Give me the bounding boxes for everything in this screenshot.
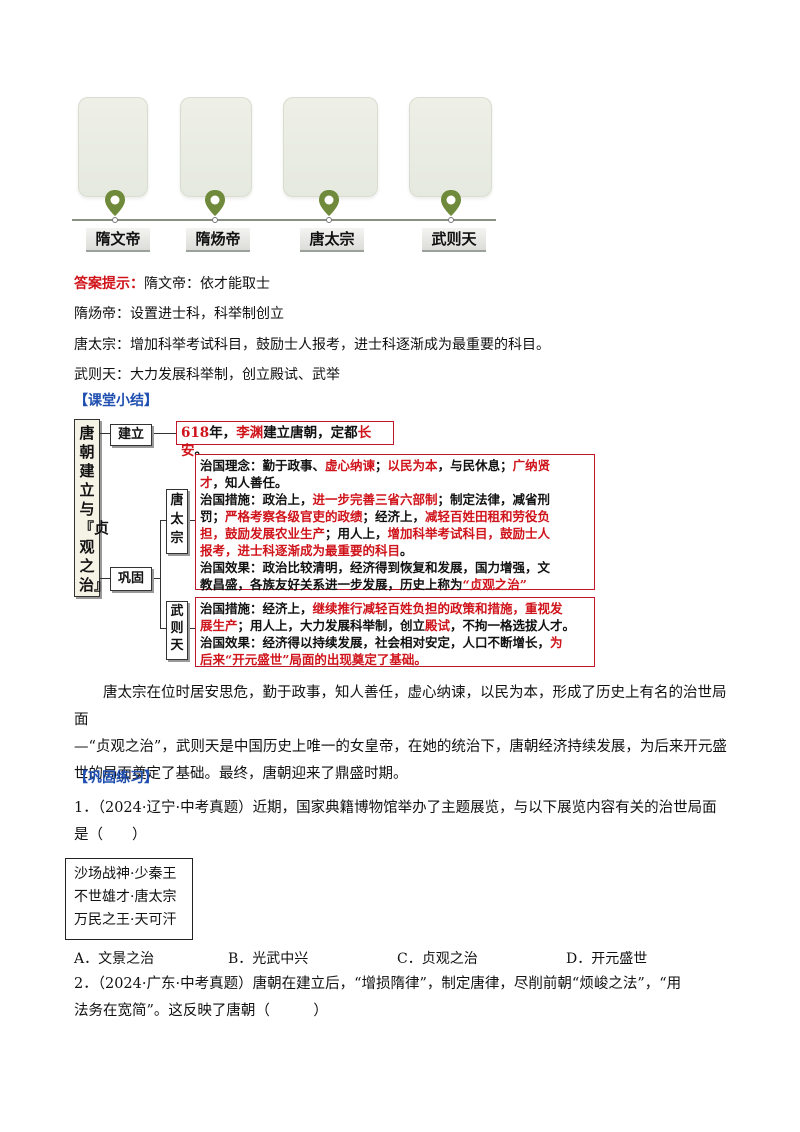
taizong-box: 治国理念：勤于政事、虚心纳谏；以民为本，与民休息；广纳贤 才，知人善任。 治国措… [195, 454, 595, 592]
taizong-line: 教昌盛，各族友好关系进一步发展，历史上称为“贞观之治” [200, 577, 527, 592]
answer-line: 隋炀帝：设置进士科，科举制创立 [74, 306, 284, 322]
exhibit-line: 不世雄才·唐太宗 [74, 889, 177, 905]
founded-box: 618年，李渊建立唐朝，定都长安。 [176, 421, 394, 459]
option-a[interactable]: A．文景之治 [74, 951, 155, 967]
connector-line [186, 628, 195, 629]
summary-heading: 【课堂小结】 [74, 393, 158, 409]
option-b[interactable]: B．光武中兴 [228, 951, 309, 967]
node-found: 建立 [110, 424, 152, 446]
node-consolidate: 巩固 [110, 567, 152, 591]
timeline-line [72, 219, 496, 221]
wuzetian-box: 治国措施：经济上，继续推行减轻百姓负担的政策和措施，重视发 展生产；用人上，大力… [195, 597, 595, 667]
exhibit-line: 万民之王·天可汗 [74, 912, 177, 928]
exhibit-box: 沙场战神·少秦王 不世雄才·唐太宗 万民之王·天可汗 [65, 858, 193, 940]
answer-text: 隋文帝：依才能取士 [144, 276, 270, 292]
node-taizong-text: 唐太宗 [170, 493, 184, 546]
wuzetian-line: 后来“开元盛世”局面的出现奠定了基础。 [200, 652, 427, 667]
map-pin-icon [105, 190, 125, 223]
taizong-line: 治国效果：政治比较清明，经济得到恢复和发展，国力增强，文 [200, 560, 551, 575]
founded-capital: 长安 [181, 425, 372, 459]
question-2: 2．（2024·广东·中考真题）唐朝在建立后，“增损隋律”，制定唐律，尽削前朝“… [74, 976, 682, 1019]
connector-line [150, 578, 160, 579]
option-c[interactable]: C．贞观之治 [397, 951, 478, 967]
founded-text: 年， [209, 425, 237, 441]
map-pin-icon [319, 190, 339, 223]
connector-line [186, 520, 195, 521]
taizong-line: 罚；严格考察各级官吏的政绩；经济上，减轻百姓田租和劳役负 [200, 509, 551, 524]
vertical-title-text: 唐朝建立与『贞观之治』 [79, 424, 110, 594]
summary-vertical-title: 唐朝建立与『贞观之治』 [74, 419, 110, 597]
taizong-line: 担，鼓励发展农业生产；用人上，增加科举考试科目，鼓励士人 [200, 526, 551, 541]
founded-person: 李渊 [236, 425, 264, 441]
connector-line [100, 578, 110, 579]
connector-line [160, 520, 161, 628]
taizong-line: 报考，进士科逐渐成为最重要的科目。 [200, 543, 413, 558]
node-wuzetian: 武则天 [166, 601, 188, 660]
timeline-label: 武则天 [422, 228, 486, 252]
exhibit-line: 沙场战神·少秦王 [74, 866, 177, 882]
connector-line [150, 433, 176, 434]
taizong-line: 治国措施：政治上，进一步完善三省六部制；制定法律，减省刑 [200, 492, 551, 507]
connector-line [160, 628, 166, 629]
summary-paragraph: 唐太宗在位时居安思危，勤于政事，知人善任，虚心纳谏，以民为本，形成了历史上有名的… [74, 685, 727, 782]
wuzetian-line: 展生产；用人上，大力发展科举制，创立殿试，不拘一格选拔人才。 [200, 618, 576, 633]
taizong-line: 才，知人善任。 [200, 475, 288, 490]
practice-heading: 【巩固练习】 [74, 770, 158, 786]
timeline-label: 隋文帝 [86, 228, 150, 252]
answer-line: 武则天：大力发展科举制，创立殿试、武举 [74, 367, 340, 383]
timeline-label: 隋炀帝 [186, 228, 250, 252]
node-taizong: 唐太宗 [166, 489, 188, 554]
connector-line [160, 520, 166, 521]
answer-line: 唐太宗：增加科举考试科目，鼓励士人报考，进士科逐渐成为最重要的科目。 [74, 337, 550, 353]
answer-line: 答案提示：隋文帝：依才能取士 [74, 274, 270, 294]
wuzetian-line: 治国效果：经济得以持续发展，社会相对安定，人口不断增长，为 [200, 635, 563, 650]
timeline-card-3 [283, 97, 378, 197]
wuzetian-line: 治国措施：经济上，继续推行减轻百姓负担的政策和措施，重视发 [200, 601, 563, 616]
question-1: 1．（2024·辽宁·中考真题）近期，国家典籍博物馆举办了主题展览，与以下展览内… [74, 800, 717, 843]
map-pin-icon [205, 190, 225, 223]
node-wuzetian-text: 武则天 [170, 604, 184, 653]
answer-tag: 答案提示： [74, 276, 144, 292]
taizong-line: 治国理念：勤于政事、虚心纳谏；以民为本，与民休息；广纳贤 [200, 458, 551, 473]
founded-text: 建立唐朝，定都 [263, 425, 358, 441]
map-pin-icon [441, 190, 461, 223]
timeline-card-4 [409, 97, 492, 197]
founded-year: 618 [181, 425, 210, 441]
option-d[interactable]: D．开元盛世 [566, 951, 648, 967]
connector-line [100, 433, 110, 434]
timeline-label: 唐太宗 [300, 228, 364, 252]
timeline-card-2 [180, 97, 252, 197]
timeline-card-1 [78, 97, 148, 197]
